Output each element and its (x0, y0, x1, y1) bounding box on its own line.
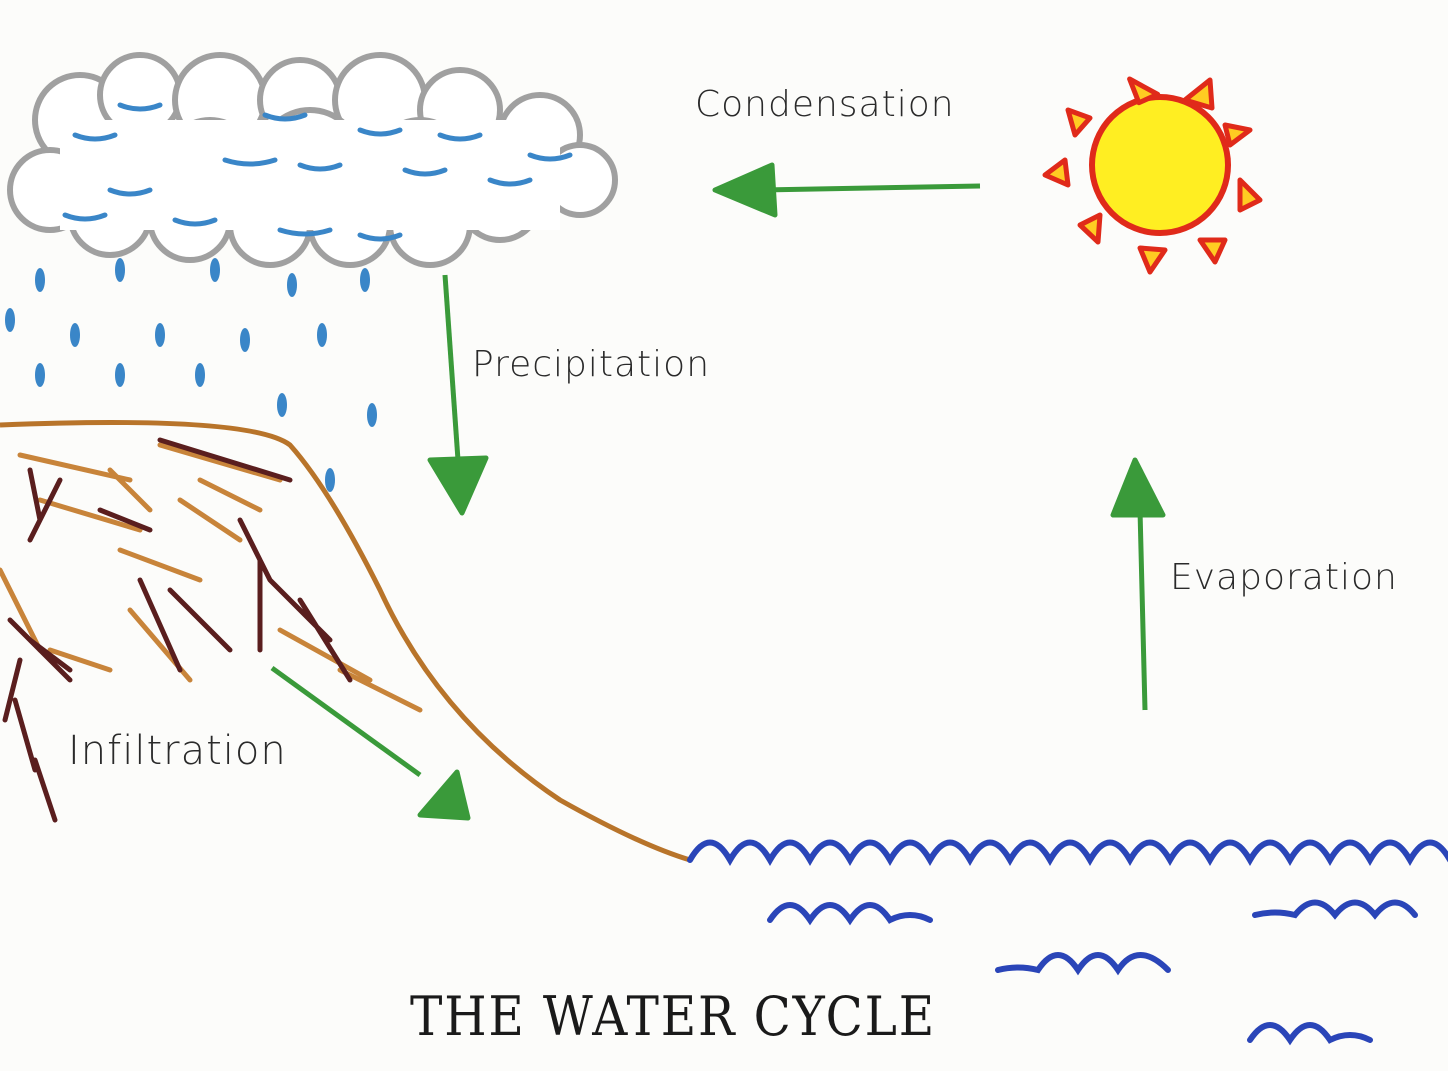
precipitation-arrow (427, 274, 489, 516)
sun (1042, 76, 1263, 275)
infiltration-label: Infiltration (68, 728, 287, 774)
diagram-title: THE WATER CYCLE (410, 985, 936, 1048)
evaporation-label: Evaporation (1170, 557, 1398, 598)
roots (0, 437, 423, 823)
cloud-droplets (62, 102, 573, 242)
water-waves (687, 839, 1448, 1046)
condensation-label: Condensation (695, 84, 955, 125)
condensation-arrow (712, 162, 981, 218)
infiltration-arrow (270, 665, 471, 821)
ground-line (0, 420, 691, 863)
precipitation-label: Precipitation (472, 344, 711, 385)
raindrops (5, 258, 377, 492)
evaporation-arrow (1110, 457, 1166, 711)
arrows (270, 162, 1166, 821)
